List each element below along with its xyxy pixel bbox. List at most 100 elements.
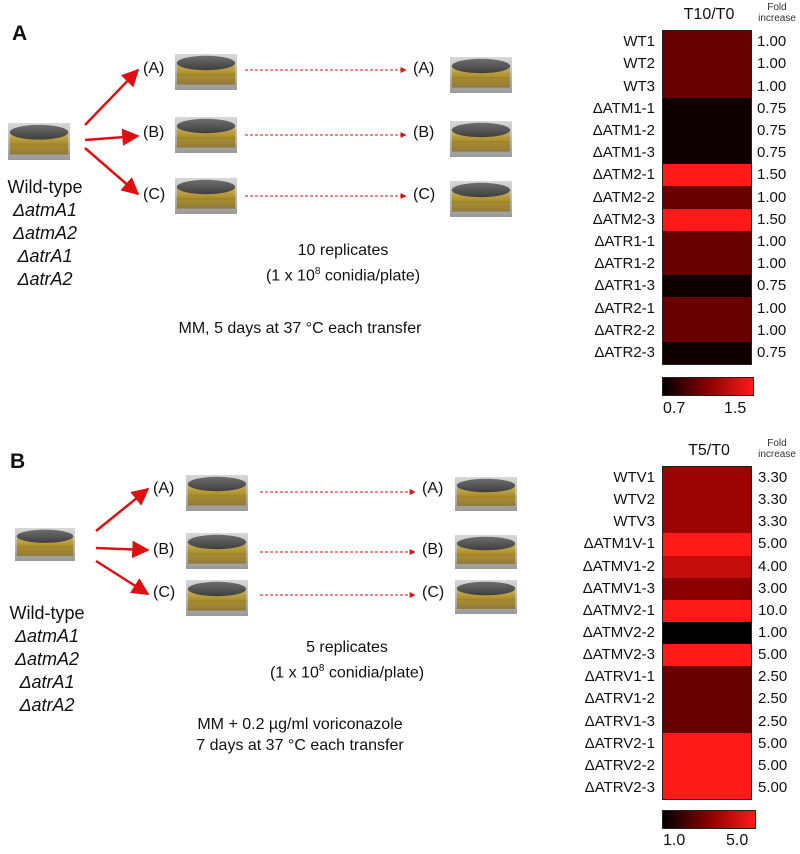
strain-atra2: ΔatrA2 [19, 695, 75, 715]
branch-a-start: (A) [153, 480, 175, 497]
fold-increase-value: 1.00 [757, 55, 787, 73]
panel-a-condition: MM, 5 days at 37 °C each transfer [120, 318, 480, 339]
panel-a-transfer-a [245, 67, 407, 73]
heatmap-row-label: ΔATRV1-1 [584, 668, 655, 686]
heatmap-row-label: WTV1 [613, 469, 655, 487]
heatmap-cell [663, 275, 751, 298]
fold-increase-value: 1.00 [757, 299, 787, 317]
heatmap-a-fold-header: Fold increase [758, 2, 796, 24]
fold-increase-value: 10.0 [758, 601, 788, 619]
panel-b-transfer-c [260, 592, 416, 598]
heatmap-cell [663, 533, 751, 557]
heatmap-a-header: T10/T0 [683, 6, 735, 23]
heatmap-cell [663, 319, 751, 343]
branch-a-end: (A) [422, 480, 444, 497]
heatmap-row-label: ΔATM1-3 [592, 144, 655, 162]
panel-a-plate-b [175, 117, 237, 153]
panel-a-replicates: 10 replicates (1 x 108 conidia/plate) [228, 240, 458, 286]
heatmap-cell [663, 776, 751, 800]
heatmap-row-label: ΔATM2-1 [592, 166, 655, 184]
heatmap-row-label: ΔATRV2-3 [584, 778, 655, 796]
panel-b-arrow-to-b [95, 540, 150, 559]
colorbar-b-min: 1.0 [663, 832, 686, 849]
heatmap-cell [663, 186, 751, 210]
panel-a-final-plate-a [450, 57, 512, 93]
heatmap-cell [663, 688, 751, 711]
heatmap-row-label: ΔATMV2-1 [582, 601, 655, 619]
heatmap-b [662, 466, 752, 800]
fold-increase-value: 5.00 [758, 734, 788, 752]
heatmap-row-label: WTV2 [613, 491, 655, 509]
heatmap-cell [663, 710, 751, 734]
panel-a-transfer-c [245, 193, 407, 199]
heatmap-cell [663, 75, 751, 99]
panel-b-condition: MM + 0.2 µg/ml voriconazole 7 days at 37… [110, 714, 490, 756]
panel-b-transfer-a [260, 489, 416, 495]
heatmap-row-label: WT3 [623, 77, 655, 95]
panel-b-strain-list: Wild-type ΔatmA1 ΔatmA2 ΔatrA1 ΔatrA2 [2, 602, 92, 717]
fold-increase-value: 2.50 [758, 690, 788, 708]
fold-increase-value: 1.00 [757, 255, 787, 273]
strain-atra1: ΔatrA1 [19, 672, 75, 692]
condition-line: MM, 5 days at 37 °C each transfer [178, 320, 422, 337]
fold-increase-value: 3.30 [758, 469, 788, 487]
heatmap-row-label: ΔATR1-3 [594, 277, 655, 295]
panel-b-source-plate [15, 528, 75, 561]
panel-b-final-plate-c [455, 580, 517, 614]
heatmap-row-label: ΔATM2-2 [592, 188, 655, 206]
heatmap-cell [663, 230, 751, 254]
panel-b-final-plate-a [455, 477, 517, 511]
colorbar-a-min: 0.7 [663, 400, 686, 417]
heatmap-row-label: WT1 [623, 33, 655, 51]
panel-a-plate-a [175, 54, 237, 90]
fold-increase-value: 0.75 [757, 99, 787, 117]
replicates-conidia: (1 x 108 conidia/plate) [265, 266, 421, 285]
panel-b-plate-c [186, 580, 248, 616]
branch-b-end: (B) [422, 541, 444, 558]
heatmap-cell [663, 341, 751, 365]
panel-a-strain-list: Wild-type ΔatmA1 ΔatmA2 ΔatrA1 ΔatrA2 [0, 176, 90, 291]
strain-atma1: ΔatmA1 [12, 200, 78, 220]
fold-increase-value: 5.00 [758, 778, 788, 796]
heatmap-row-label: ΔATR1-2 [594, 255, 655, 273]
fold-increase-value: 5.00 [758, 756, 788, 774]
panel-b-replicates: 5 replicates (1 x 108 conidia/plate) [232, 637, 462, 683]
strain-wild-type: Wild-type [7, 177, 83, 197]
heatmap-cell [663, 577, 751, 601]
heatmap-row-label: ΔATM1-2 [592, 121, 655, 139]
heatmap-cell [663, 555, 751, 579]
fold-increase-value: 0.75 [757, 343, 787, 361]
heatmap-row-label: ΔATRV1-3 [584, 712, 655, 730]
colorbar-a-max: 1.5 [724, 400, 747, 417]
fold-increase-value: 1.00 [757, 321, 787, 339]
fold-increase-value: 1.00 [757, 33, 787, 51]
fold-increase-value: 3.00 [758, 579, 788, 597]
fold-increase-value: 5.00 [758, 646, 788, 664]
panel-b-plate-b [186, 533, 248, 569]
panel-a-arrow-to-b [84, 128, 140, 146]
heatmap-cell [663, 754, 751, 778]
fold-increase-value: 0.75 [757, 121, 787, 139]
colorbar-b [662, 810, 756, 829]
strain-atma1: ΔatmA1 [14, 626, 80, 646]
heatmap-cell [663, 119, 751, 143]
panel-b-label: B [10, 450, 26, 473]
heatmap-a [662, 30, 752, 365]
branch-c-end: (C) [422, 584, 445, 601]
colorbar-b-max: 5.0 [726, 832, 749, 849]
heatmap-cell [663, 97, 751, 121]
strain-atra1: ΔatrA1 [17, 246, 73, 266]
heatmap-row-label: ΔATR2-3 [594, 343, 655, 361]
branch-c-end: (C) [413, 186, 436, 203]
branch-c-start: (C) [143, 186, 166, 203]
heatmap-b-fold-header: Fold increase [758, 438, 796, 460]
heatmap-cell [663, 297, 751, 321]
panel-a-arrow-to-a [84, 68, 140, 126]
branch-a-end: (A) [413, 60, 435, 77]
branch-a-start: (A) [143, 60, 165, 77]
heatmap-row-label: ΔATMV1-2 [582, 557, 655, 575]
heatmap-row-label: WTV3 [613, 513, 655, 531]
heatmap-cell [663, 511, 751, 534]
panel-b-arrow-to-a [95, 487, 150, 532]
panel-a-label: A [12, 22, 28, 45]
